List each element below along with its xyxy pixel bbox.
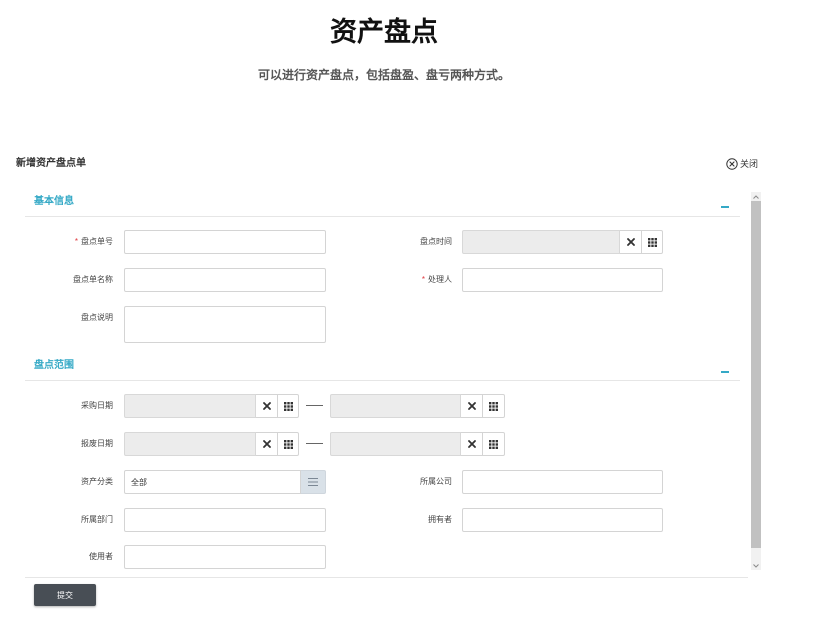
field-label-purchase-date: 采购日期: [81, 401, 113, 410]
minus-icon: [721, 206, 729, 208]
collapse-basic-button[interactable]: [718, 203, 732, 211]
page-subtitle: 可以进行资产盘点，包括盘盈、盘亏两种方式。: [257, 68, 510, 82]
calendar-button[interactable]: [642, 230, 663, 254]
chevron-down-icon: [753, 563, 759, 568]
order-name-input[interactable]: [124, 268, 326, 292]
scroll-up-button[interactable]: [751, 192, 761, 201]
description-textarea[interactable]: [124, 306, 326, 343]
field-label-owner: 拥有者: [428, 515, 452, 524]
category-list-button[interactable]: [301, 470, 326, 494]
order-no-input[interactable]: [124, 230, 326, 254]
required-mark: *: [74, 237, 78, 246]
close-button[interactable]: 关闭: [726, 157, 758, 171]
grid-icon: [283, 401, 293, 411]
form-title: 新增资产盘点单: [16, 158, 86, 169]
section-divider: [25, 216, 740, 217]
purchase-date-to-input[interactable]: [330, 394, 461, 418]
grid-icon: [489, 401, 498, 411]
scrollbar-thumb[interactable]: [751, 201, 761, 548]
clear-icon: [467, 440, 476, 448]
clear-icon: [262, 402, 271, 410]
check-time-input[interactable]: [462, 230, 620, 254]
calendar-button[interactable]: [483, 394, 505, 418]
collapse-range-button[interactable]: [718, 368, 732, 376]
clear-icon: [467, 402, 476, 410]
scroll-down-button[interactable]: [751, 561, 761, 570]
chevron-up-icon: [753, 194, 759, 199]
required-mark: *: [421, 275, 425, 284]
minus-icon: [721, 371, 729, 373]
page-title: 资产盘点: [330, 17, 438, 47]
field-label-description: 盘点说明: [81, 313, 113, 322]
grid-icon: [283, 439, 293, 449]
clear-button[interactable]: [256, 394, 278, 418]
footer-divider: [25, 577, 748, 578]
section-title-range: 盘点范围: [34, 360, 74, 371]
field-label-order-no: *盘点单号: [13, 236, 113, 248]
clear-button[interactable]: [620, 230, 642, 254]
field-label-check-time: 盘点时间: [420, 237, 452, 246]
check-time-picker: [462, 230, 663, 254]
grid-icon: [489, 439, 498, 449]
field-label-order-name: 盘点单名称: [73, 275, 113, 284]
clear-button[interactable]: [461, 394, 483, 418]
clear-icon: [262, 440, 271, 448]
user-input[interactable]: [124, 545, 326, 569]
scrap-date-from-picker: [124, 432, 299, 456]
purchase-date-to-picker: [330, 394, 505, 418]
label-text: 处理人: [428, 275, 452, 284]
handler-input[interactable]: [462, 268, 663, 292]
asset-category-input[interactable]: [124, 470, 301, 494]
field-label-asset-category: 资产分类: [81, 477, 113, 486]
clear-button[interactable]: [461, 432, 483, 456]
clear-icon: [626, 238, 635, 246]
field-label-company: 所属公司: [420, 477, 452, 486]
grid-icon: [647, 237, 657, 247]
scrap-date-to-input[interactable]: [330, 432, 461, 456]
calendar-button[interactable]: [278, 394, 299, 418]
calendar-button[interactable]: [278, 432, 299, 456]
field-label-department: 所属部门: [81, 515, 113, 524]
section-title-basic: 基本信息: [34, 196, 74, 207]
section-divider: [25, 380, 740, 381]
close-label: 关闭: [740, 159, 759, 169]
calendar-button[interactable]: [483, 432, 505, 456]
range-separator: [306, 405, 323, 406]
clear-button[interactable]: [256, 432, 278, 456]
close-circle-icon: [726, 158, 738, 170]
company-input[interactable]: [462, 470, 663, 494]
submit-button[interactable]: 提交: [34, 584, 96, 606]
purchase-date-from-picker: [124, 394, 299, 418]
scrap-date-from-input[interactable]: [124, 432, 256, 456]
field-label-user: 使用者: [89, 552, 113, 561]
field-label-scrap-date: 报废日期: [81, 439, 113, 448]
department-input[interactable]: [124, 508, 326, 532]
label-text: 盘点单号: [81, 237, 113, 246]
owner-input[interactable]: [462, 508, 663, 532]
field-label-handler: *处理人: [352, 274, 452, 286]
list-icon: [308, 478, 318, 486]
scrap-date-to-picker: [330, 432, 505, 456]
purchase-date-from-input[interactable]: [124, 394, 256, 418]
asset-category-picker: [124, 470, 326, 494]
range-separator: [306, 443, 323, 444]
